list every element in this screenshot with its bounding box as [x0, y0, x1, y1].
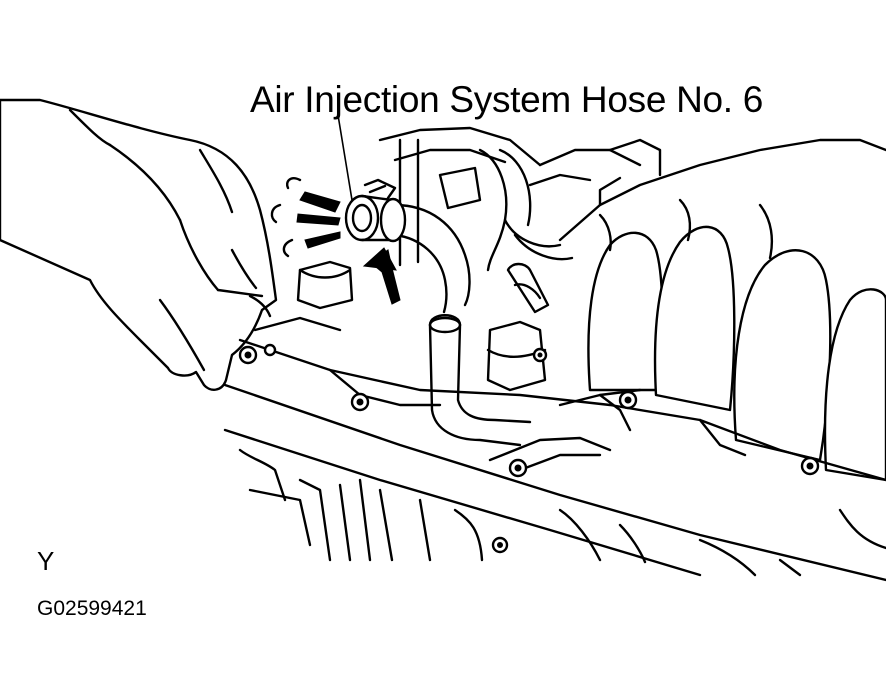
bolt: [491, 536, 509, 554]
valve-bodies: [296, 260, 550, 392]
view-letter: Y: [37, 546, 55, 576]
intake-manifold: [558, 138, 886, 482]
cylinder-head: [223, 316, 886, 582]
bolt: [238, 345, 258, 365]
bolt: [618, 390, 638, 410]
callout-label: Air Injection System Hose No. 6: [250, 79, 764, 120]
air-flow-burst: [270, 177, 341, 258]
figure-code: G02599421: [37, 597, 147, 620]
upper-pipework: [378, 126, 662, 272]
bolts: [238, 343, 820, 554]
center-pipe: [428, 314, 532, 447]
callout-leader-line: [337, 114, 353, 201]
removal-direction-arrow: [362, 247, 401, 305]
bolt: [800, 456, 820, 476]
bolt: [350, 392, 370, 412]
bolt: [532, 347, 548, 363]
lower-engine-block: [238, 448, 886, 577]
bolt: [263, 343, 277, 357]
bolt: [508, 458, 528, 478]
air-injection-hose: [344, 178, 471, 314]
technician-hand: [0, 98, 278, 391]
